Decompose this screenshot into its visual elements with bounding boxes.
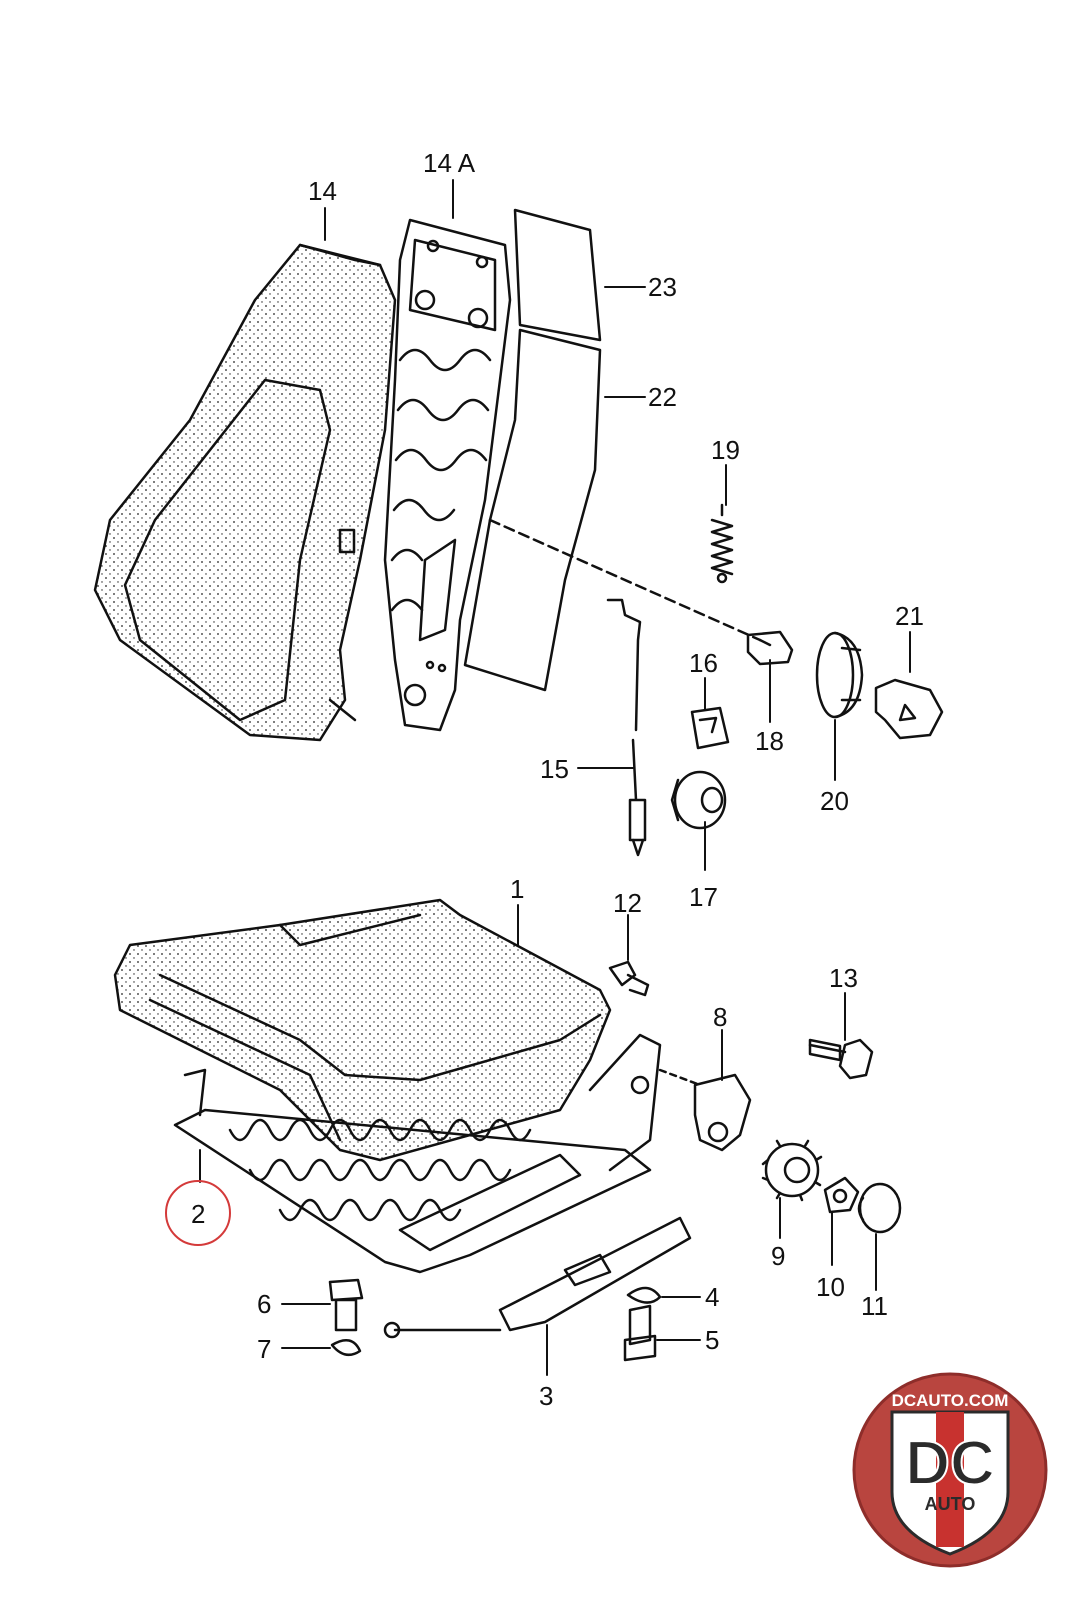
nut-10 [823, 1176, 860, 1214]
washer-7 [330, 1338, 362, 1357]
grommet-17 [670, 770, 727, 830]
bolt-13 [808, 1038, 874, 1080]
seat-frame [173, 1033, 662, 1274]
washer-4 [626, 1286, 662, 1304]
callout-16: 16 [689, 648, 718, 678]
bolt-5 [623, 1304, 657, 1362]
callout-3: 3 [539, 1381, 554, 1411]
callout-1: 1 [510, 874, 525, 904]
backrest-frame [383, 218, 512, 732]
backrest-panel-22 [463, 328, 602, 692]
seat-cushion [113, 898, 612, 1162]
callout-4: 4 [705, 1282, 720, 1312]
callout-10: 10 [816, 1272, 845, 1302]
callout-9: 9 [771, 1241, 786, 1271]
spring-19 [710, 503, 734, 584]
callout-5: 5 [705, 1325, 720, 1355]
callout-17: 17 [689, 882, 718, 912]
logo-brand-text: DC [905, 1429, 995, 1498]
dashed-link [488, 518, 762, 642]
callout-13: 13 [829, 963, 858, 993]
callout-8: 8 [713, 1002, 728, 1032]
callout-15: 15 [540, 754, 569, 784]
cap-11 [857, 1182, 902, 1234]
callout-14a: 14 A [423, 148, 476, 178]
bracket-8 [658, 1068, 752, 1152]
callout-11: 11 [861, 1291, 888, 1321]
callout-20: 20 [820, 786, 849, 816]
backrest-cushion [93, 243, 397, 742]
leader-lines [199, 179, 911, 1376]
callout-23: 23 [648, 272, 677, 302]
callout-19: 19 [711, 435, 740, 465]
callout-22: 22 [648, 382, 677, 412]
callout-14: 14 [308, 176, 337, 206]
bolt-12 [608, 960, 650, 997]
callout-7: 7 [257, 1334, 272, 1364]
callout-18: 18 [755, 726, 784, 756]
callout-2: 2 [191, 1199, 206, 1229]
gear-9 [761, 1139, 823, 1202]
rod-15 [606, 598, 647, 857]
knob-20 [815, 631, 864, 719]
callout-12: 12 [613, 888, 642, 918]
dcauto-logo: DCAUTO.COM DC AUTO [852, 1372, 1048, 1568]
callout-6: 6 [257, 1289, 272, 1319]
bolt-6 [328, 1278, 364, 1332]
seat-rail [383, 1216, 692, 1339]
logo-sub-text: AUTO [925, 1494, 976, 1514]
clip-16 [690, 706, 730, 750]
lever-21 [874, 678, 944, 740]
callout-21: 21 [895, 601, 924, 631]
latch-18 [746, 630, 794, 666]
highlight-circle [165, 1180, 231, 1246]
logo-site-text: DCAUTO.COM [892, 1391, 1009, 1410]
backrest-panel-23 [513, 208, 602, 342]
